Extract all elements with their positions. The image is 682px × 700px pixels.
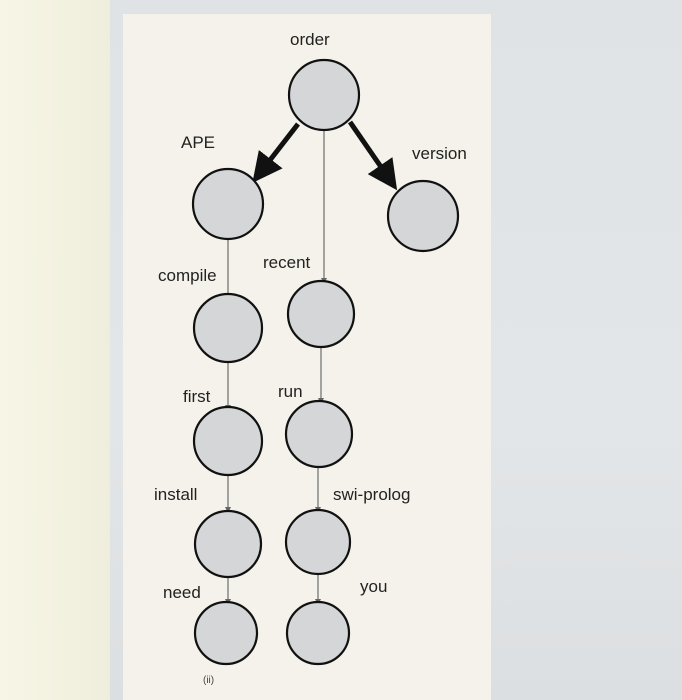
node-first: [192, 405, 264, 477]
node-version: [386, 179, 460, 253]
node-compile: [192, 292, 264, 364]
label-you: you: [360, 577, 387, 596]
node-need: [193, 600, 259, 666]
node-ape: [191, 167, 265, 241]
label-ape: APE: [181, 133, 215, 152]
node-order: [287, 58, 361, 132]
node-you: [285, 600, 351, 666]
monitor-left-area: [0, 0, 112, 700]
diagram-panel: [123, 14, 491, 700]
label-first: first: [183, 387, 211, 406]
label-version: version: [412, 144, 467, 163]
label-order: order: [290, 30, 330, 49]
label-recent: recent: [263, 253, 311, 272]
edge-root-to-version: [347, 120, 398, 191]
node-swi-prolog: [284, 508, 352, 576]
node-install: [193, 509, 263, 579]
label-compile: compile: [158, 266, 217, 285]
node-run: [284, 399, 354, 469]
label-swi-prolog: swi-prolog: [333, 485, 410, 504]
edge-root-to-ape: [252, 122, 300, 183]
node-recent: [286, 279, 356, 349]
label-need: need: [163, 583, 201, 602]
label-run: run: [278, 382, 303, 401]
label-install: install: [154, 485, 197, 504]
figure-caption: (ii): [203, 675, 214, 686]
